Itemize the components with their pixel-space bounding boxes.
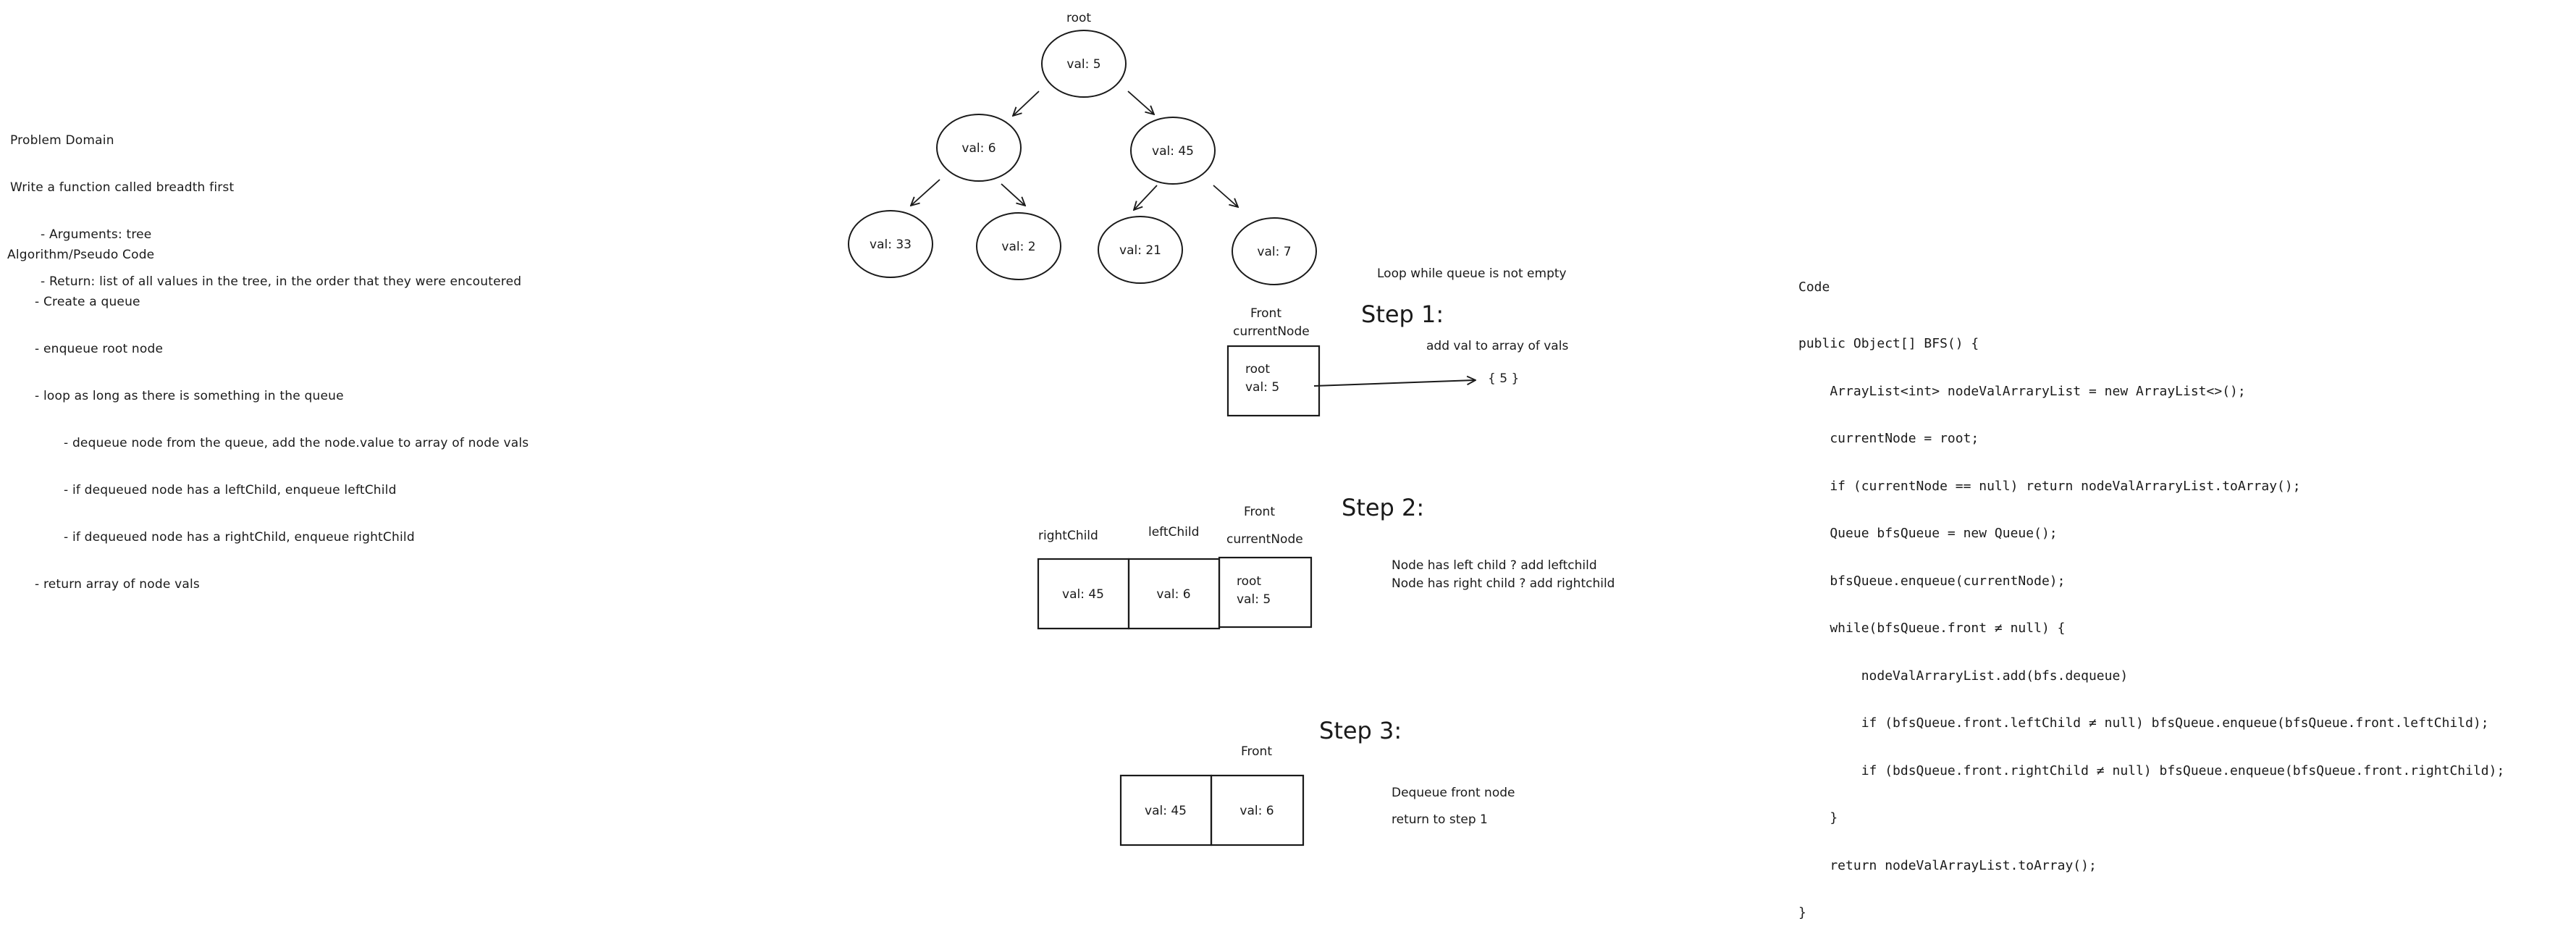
step2-root-line2: val: 5 (1237, 592, 1271, 607)
code-line: if (bdsQueue.front.rightChild ≠ null) bf… (1798, 762, 2505, 778)
tree-edge (1134, 185, 1158, 210)
algorithm-line: - dequeue node from the queue, add the n… (64, 436, 529, 450)
algorithm-line: - return array of node vals (35, 577, 200, 592)
step2-cell (1218, 556, 1313, 629)
code-line: nodeValArraryList.add(bfs.dequeue) (1798, 668, 2129, 684)
code-line: ArrayList<int> nodeValArraryList = new A… (1798, 383, 2246, 399)
algorithm-line: - if dequeued node has a rightChild, enq… (64, 530, 415, 545)
code-line: return nodeValArrayList.toArray(); (1798, 857, 2097, 873)
tree-node: val: 33 (848, 210, 933, 278)
step2-note: Node has left child ? add leftchild (1392, 558, 1597, 573)
problem-line: - Arguments: tree (41, 227, 152, 242)
root-label: root (1066, 11, 1091, 25)
step1-front-label: Front (1250, 306, 1281, 321)
step3-front-label: Front (1241, 744, 1272, 759)
tree-node-label: val: 21 (1119, 243, 1161, 258)
step3-cell-label: val: 6 (1239, 804, 1274, 818)
tree-node: val: 5 (1041, 30, 1127, 98)
tree-edge (1001, 183, 1025, 206)
step1-arrow (1313, 380, 1476, 387)
tree-node-label: val: 2 (1001, 240, 1035, 254)
step3-cell (1210, 774, 1305, 846)
step3-note: return to step 1 (1392, 812, 1488, 827)
step2-note: Node has right child ? add rightchild (1392, 576, 1615, 591)
step2-title: Step 2: (1342, 494, 1424, 521)
algorithm-pseudocode: Algorithm/Pseudo Code - Create a queue -… (7, 217, 529, 608)
tree-node: val: 21 (1098, 216, 1183, 284)
code-block: Code public Object[] BFS() { ArrayList<i… (1798, 248, 2504, 937)
algorithm-line: - loop as long as there is something in … (35, 389, 344, 403)
step3-title: Step 3: (1319, 717, 1402, 744)
step1-current-box (1226, 345, 1321, 417)
code-line: } (1798, 810, 1838, 825)
step2-left-label: leftChild (1148, 525, 1199, 539)
problem-domain: Problem Domain Write a function called b… (10, 103, 521, 306)
tree-edge (1013, 91, 1040, 116)
step1-title: Step 1: (1361, 301, 1444, 328)
tree-edge (1127, 91, 1154, 114)
step2-right-label: rightChild (1038, 529, 1098, 543)
code-line: bfsQueue.enqueue(currentNode); (1798, 573, 2066, 589)
tree-node: val: 6 (936, 114, 1022, 182)
code-line: while(bfsQueue.front ≠ null) { (1798, 621, 2066, 636)
code-line: currentNode = root; (1798, 431, 1979, 446)
step1-box-line1: root (1245, 362, 1270, 377)
step3-note: Dequeue front node (1392, 786, 1515, 800)
loop-note: Loop while queue is not empty (1377, 266, 1567, 281)
step2-cell-label: val: 6 (1156, 587, 1190, 602)
code-heading: Code (1798, 280, 1830, 295)
code-line: public Object[] BFS() { (1798, 336, 1979, 351)
step2-front-label: Front (1244, 505, 1275, 519)
step2-root-line1: root (1237, 574, 1261, 589)
code-line: Queue bfsQueue = new Queue(); (1798, 526, 2058, 541)
problem-line: Write a function called breadth first (10, 180, 235, 195)
code-line: if (bfsQueue.front.leftChild ≠ null) bfs… (1798, 715, 2489, 731)
tree-edge (1213, 185, 1238, 207)
tree-edge (911, 179, 940, 206)
tree-node: val: 2 (976, 212, 1061, 280)
step2-current-label: currentNode (1226, 532, 1303, 547)
step1-box-line2: val: 5 (1245, 380, 1279, 395)
tree-node: val: 45 (1130, 117, 1216, 185)
step1-array: { 5 } (1488, 371, 1519, 386)
tree-node-label: val: 6 (961, 141, 996, 156)
problem-heading: Problem Domain (10, 133, 114, 148)
code-line: if (currentNode == null) return nodeValA… (1798, 478, 2301, 494)
algorithm-line: - Create a queue (35, 295, 140, 309)
code-line: } (1798, 905, 1806, 920)
step1-current-label: currentNode (1233, 324, 1310, 339)
tree-node: val: 7 (1232, 217, 1317, 285)
step2-cell-label: val: 45 (1062, 587, 1104, 602)
tree-node-label: val: 7 (1257, 245, 1291, 259)
tree-node-label: val: 33 (870, 238, 912, 252)
algorithm-line: - if dequeued node has a leftChild, enqu… (64, 483, 397, 497)
algorithm-line: - enqueue root node (35, 342, 164, 356)
step1-add-label: add val to array of vals (1426, 339, 1568, 353)
step3-cell-label: val: 45 (1145, 804, 1187, 818)
bfs-diagram: root val: 5 val: 6 val: 45 val: 33 val: … (848, 11, 1615, 846)
tree-node-label: val: 5 (1066, 57, 1100, 72)
problem-line: - Return: list of all values in the tree… (41, 274, 522, 289)
tree-node-label: val: 45 (1152, 144, 1194, 159)
algorithm-heading: Algorithm/Pseudo Code (7, 248, 155, 262)
